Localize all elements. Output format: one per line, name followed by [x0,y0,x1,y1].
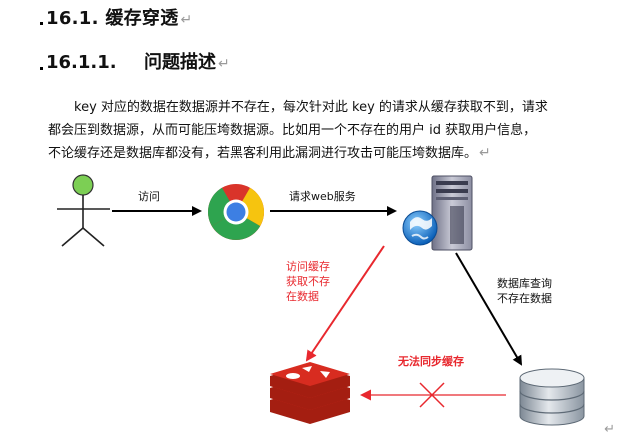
paragraph-line-2: 都会压到数据源，从而可能压垮数据源。比如用一个不存在的用户 id 获取用户信息， [48,123,537,138]
paragraph-mark: ↵ [180,12,193,28]
label-cannot-sync-cache: 无法同步缓存 [398,355,464,368]
heading-cache-penetration: 16.1. 缓存穿透↵ [46,4,193,30]
label-cache-miss-line2: 获取不存 [286,275,330,288]
heading2-bullet [40,67,43,70]
label-visit: 访问 [138,190,160,203]
heading2-title: 问题描述 [144,52,216,73]
paragraph-mark: ↵ [604,422,615,437]
label-db-query-line2: 不存在数据 [497,292,552,305]
problem-paragraph: key 对应的数据在数据源并不存在，每次针对此 key 的请求从缓存获取不到，请… [48,96,618,165]
paragraph-line-3: 不论缓存还是数据库都没有，若黑客利用此漏洞进行攻击可能压垮数据库。↵ [48,142,618,165]
heading-problem-description: 16.1.1. 问题描述↵ [46,48,230,74]
database-icon [519,368,585,426]
heading1-title: 缓存穿透 [105,8,179,29]
label-cache-miss: 访问缓存 获取不存 在数据 [286,259,330,304]
label-db-query-line1: 数据库查询 [497,277,552,290]
label-cache-miss-line3: 在数据 [286,290,319,303]
label-db-query: 数据库查询 不存在数据 [497,276,552,306]
web-server-icon [402,175,473,251]
label-request-web-service: 请求web服务 [289,190,356,203]
arrow-cache-miss [305,245,385,362]
heading1-number: 16.1. [46,8,99,29]
paragraph-line-1: key 对应的数据在数据源并不存在，每次针对此 key 的请求从缓存获取不到，请… [74,100,548,115]
chrome-browser-icon [208,184,264,240]
user-icon [57,174,110,247]
redis-cache-icon [270,362,350,424]
label-cache-miss-line1: 访问缓存 [286,260,330,273]
paragraph-line-3-text: 不论缓存还是数据库都没有，若黑客利用此漏洞进行攻击可能压垮数据库。 [48,146,478,161]
heading1-bullet [40,22,43,25]
heading2-number: 16.1.1. [46,52,117,73]
paragraph-mark: ↵ [218,56,230,72]
paragraph-mark: ↵ [479,145,491,161]
arrow-db-query [455,252,523,366]
blocked-cross-icon [419,382,445,408]
